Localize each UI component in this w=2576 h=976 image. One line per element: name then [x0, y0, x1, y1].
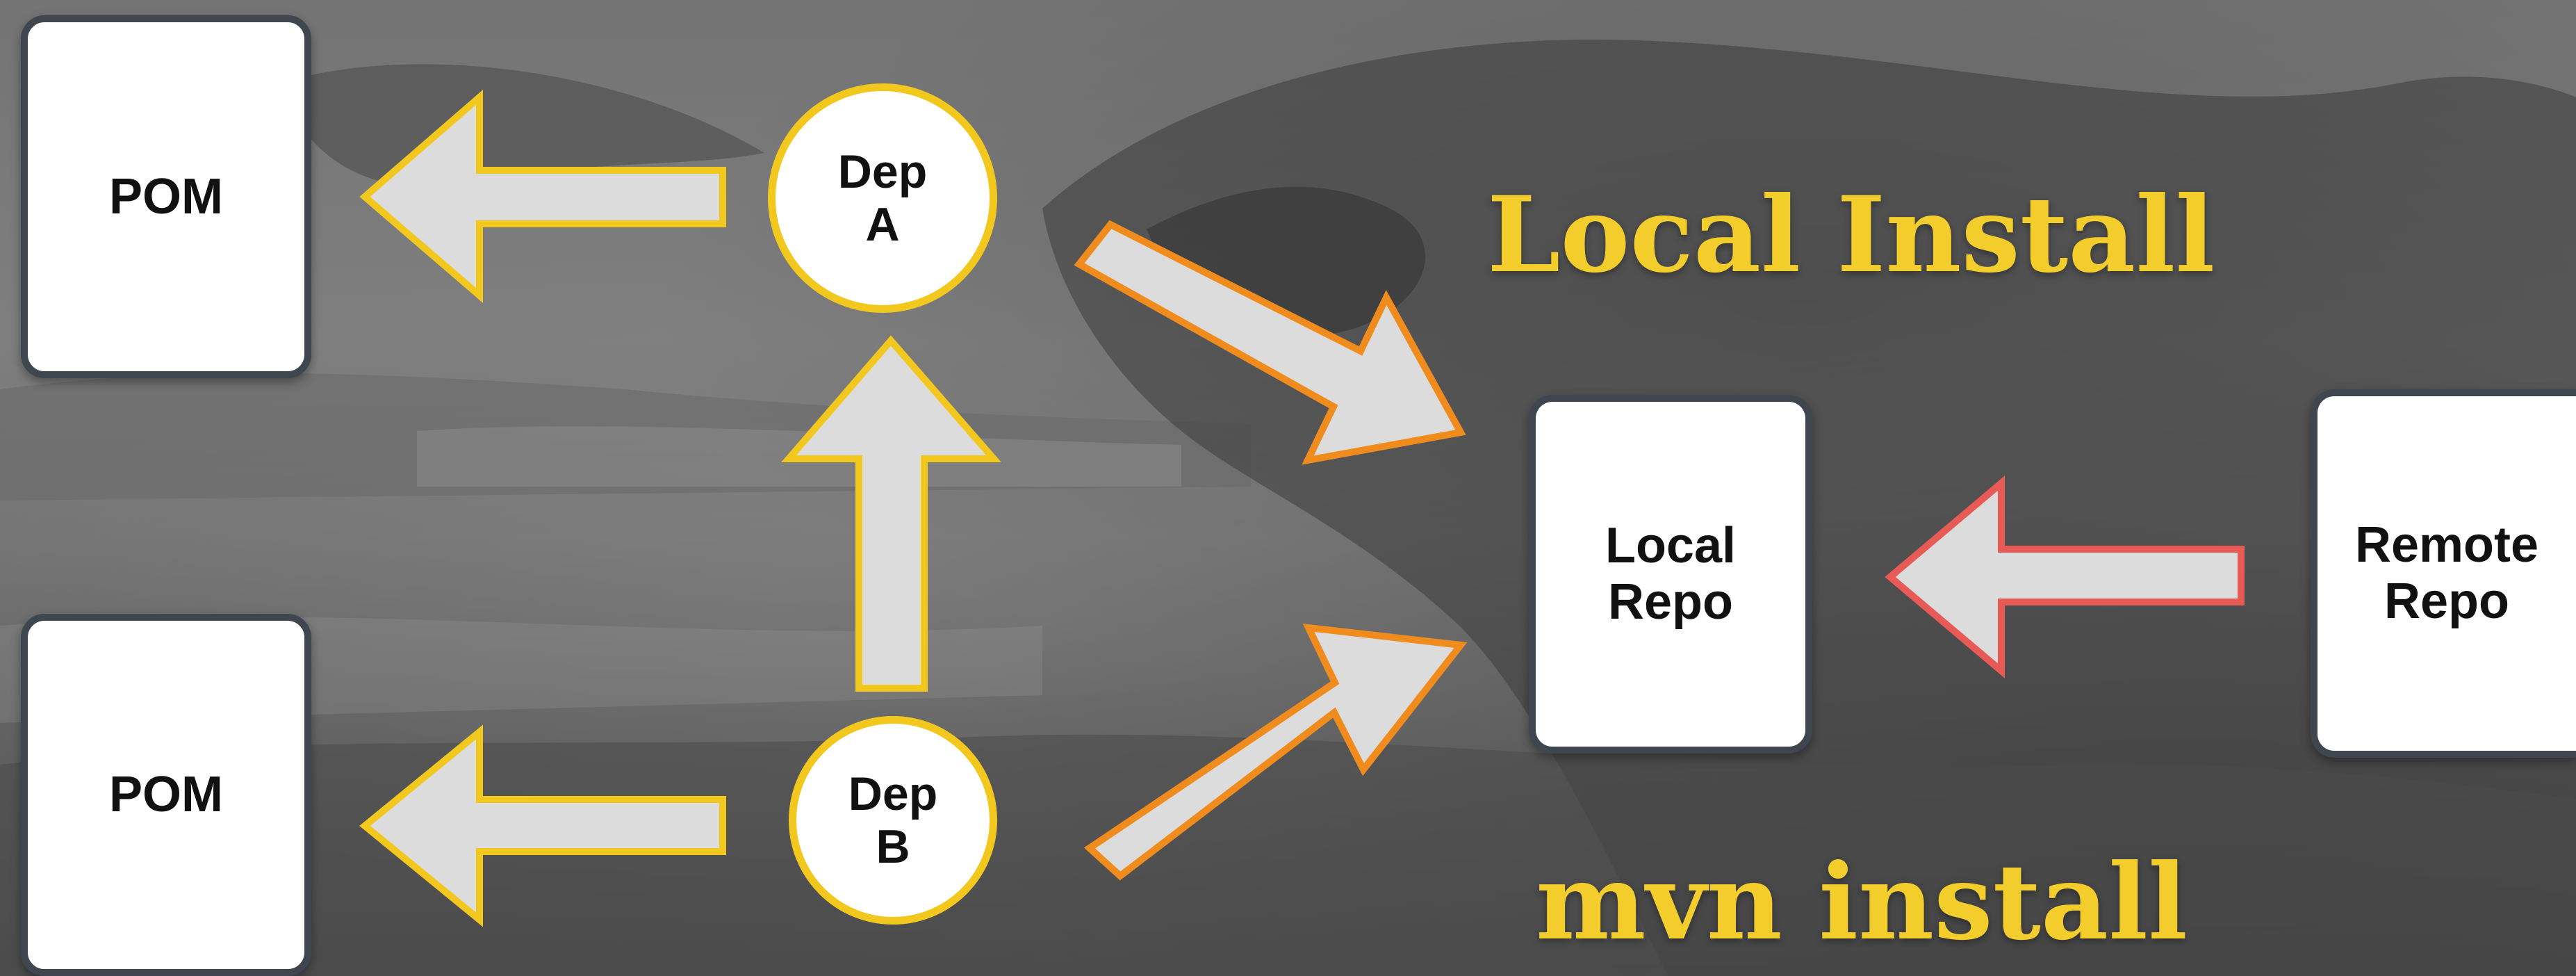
arrow-remote-to-local-repo [1885, 475, 2245, 678]
arrow-dep-a-to-local-repo [1074, 220, 1466, 465]
pom-bottom-box: POM [21, 614, 311, 976]
local-repo-label-line1: Local [1605, 518, 1737, 574]
headline-mvn-install: mvn install [1536, 841, 2188, 963]
remote-repo-box: Remote Repo [2311, 389, 2576, 758]
dep-a-label-line1: Dep [837, 145, 928, 198]
local-repo-box: Local Repo [1529, 395, 1812, 754]
remote-repo-label-line2: Repo [2384, 574, 2509, 629]
arrow-dep-b-to-dep-a [781, 335, 1001, 692]
dep-b-node: Dep B [789, 716, 997, 925]
pom-top-box: POM [21, 15, 311, 378]
headline-local-install: Local Install [1487, 174, 2215, 296]
arrow-dep-b-to-pom-bottom [359, 724, 726, 927]
local-repo-label-line2: Repo [1608, 574, 1733, 630]
dep-b-label-line1: Dep [848, 767, 938, 820]
remote-repo-label-line1: Remote [2354, 517, 2539, 574]
dep-a-node: Dep A [768, 83, 997, 313]
pom-top-label: POM [108, 168, 223, 225]
pom-bottom-label: POM [108, 767, 223, 823]
arrow-dep-a-to-pom-top [359, 90, 726, 303]
dep-b-label-line2: B [876, 820, 910, 873]
arrow-dep-b-to-local-repo [1083, 624, 1468, 881]
dep-a-label-line2: A [865, 198, 900, 251]
